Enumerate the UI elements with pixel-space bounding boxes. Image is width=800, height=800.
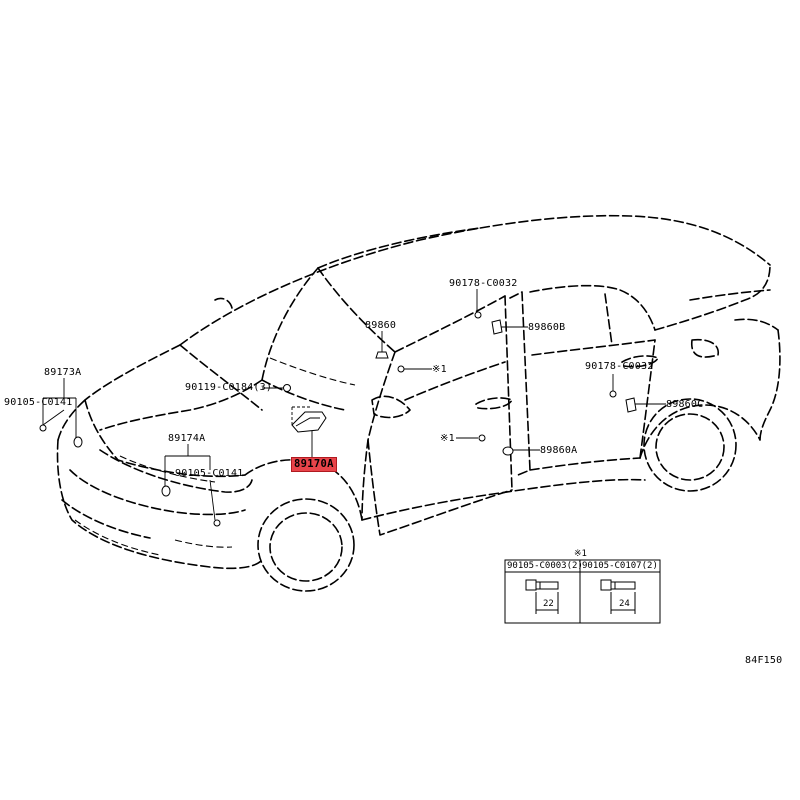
label-90178-top: 90178-C0032 [449,278,518,289]
label-89860: 89860 [365,320,397,331]
table-col2-dimension: 24 [619,599,630,609]
note-mark-right: ※1 [432,364,447,375]
label-90119: 90119-C0184(3) [185,382,273,393]
label-89860b: 89860B [528,322,566,333]
table-col2-header: 90105-C0107(2) [582,561,658,571]
figure-code: 84F150 [745,655,783,666]
table-note-mark: ※1 [574,549,587,559]
note-mark-left: ※1 [440,433,455,444]
table-col1-dimension: 22 [543,599,554,609]
label-89860a: 89860A [540,445,578,456]
table-col1-header: 90105-C0003(2) [507,561,583,571]
label-89860c: 89860C [666,399,704,410]
label-90178-right: 90178-C0032 [585,361,654,372]
label-90105-left: 90105-C0141 [4,397,73,408]
label-89174a: 89174A [168,433,206,444]
label-90105-mid: 90105-C0141 [175,468,244,479]
label-89173a: 89173A [44,367,82,378]
label-89170a-highlighted: 89170A [291,457,337,472]
